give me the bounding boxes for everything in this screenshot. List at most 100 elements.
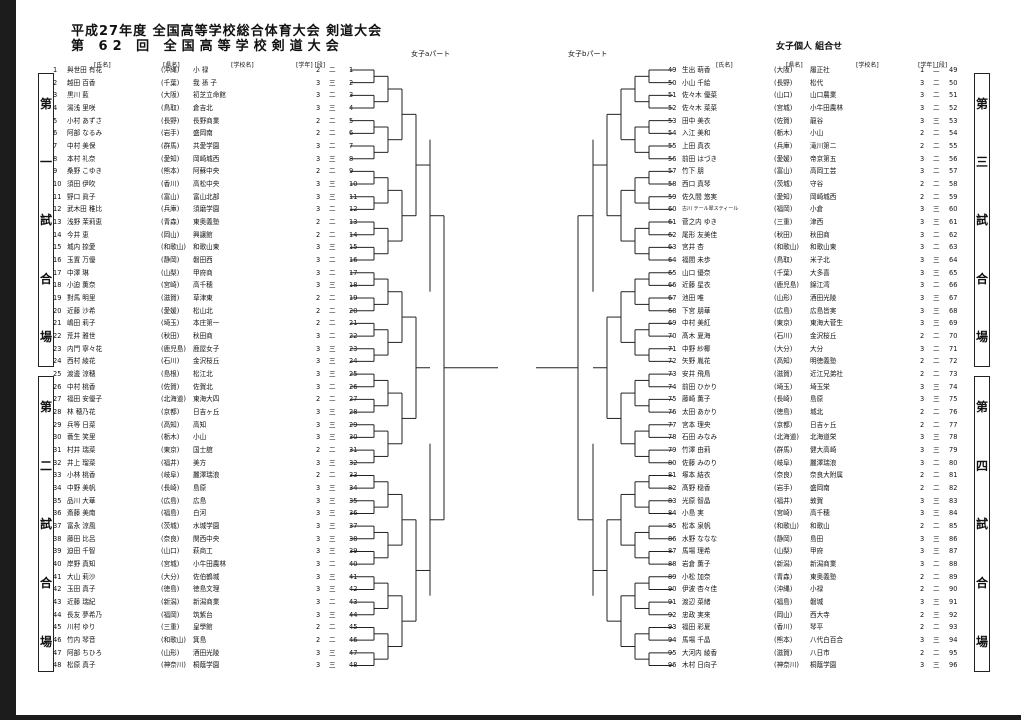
player-prefecture: (大阪) [774, 66, 793, 74]
player-rank: 二 [933, 104, 940, 112]
player-name: 岩倉 薫子 [682, 560, 711, 569]
player-school: 国士舘 [193, 446, 213, 455]
player-school: 城北 [810, 408, 824, 417]
player-rank: 三 [329, 78, 336, 87]
player-prefecture: (広島) [161, 496, 180, 505]
seed-number: 30 [53, 433, 62, 442]
player-prefecture: (富山) [774, 167, 793, 176]
player-grade: 3 [920, 154, 925, 163]
player-rank: 三 [329, 154, 336, 163]
player-rank: 三 [329, 509, 336, 518]
seed-number-right: 58 [949, 180, 958, 189]
player-name: 小島 実 [682, 509, 704, 518]
player-rank: 三 [933, 306, 940, 315]
player-name: 馬場 千晶 [682, 636, 711, 645]
player-rank: 二 [329, 256, 336, 265]
seed-number: 46 [53, 636, 62, 645]
player-rank: 三 [933, 395, 940, 404]
col-header-school-right: [学校名] [856, 62, 879, 69]
player-school: 倉吉北 [193, 104, 213, 112]
player-grade: 3 [316, 458, 321, 467]
seed-number-right: 66 [949, 281, 958, 290]
player-prefecture: (千葉) [774, 268, 793, 277]
player-prefecture: (北海道) [774, 433, 799, 442]
seed-number: 4 [53, 104, 58, 112]
seed-number: 34 [53, 484, 62, 493]
player-school: 高知 [193, 420, 207, 429]
venue-caption: 第三試合場 [974, 73, 990, 367]
player-rank: 三 [933, 496, 940, 505]
seed-number-right: 96 [949, 661, 958, 670]
player-name: 木村 日向子 [682, 661, 718, 670]
player-name: 中野 紗椰 [682, 344, 711, 353]
player-grade: 3 [920, 636, 925, 645]
player-prefecture: (静岡) [161, 256, 180, 265]
player-school: 興譲館 [193, 230, 213, 239]
player-grade: 2 [920, 471, 925, 480]
player-grade: 2 [920, 648, 925, 657]
player-school: 初芝立命館 [193, 91, 226, 100]
player-grade: 3 [316, 205, 321, 214]
venue-char: 合 [39, 576, 52, 591]
player-name: 菅之内 ゆき [682, 218, 718, 227]
venue-char: 試 [975, 517, 988, 532]
seed-number-right: 76 [949, 408, 958, 417]
player-rank: 二 [329, 471, 336, 480]
player-prefecture: (岐阜) [774, 458, 793, 467]
player-prefecture: (宮城) [161, 560, 180, 569]
player-rank: 二 [933, 370, 940, 379]
player-name: 中村 美保 [67, 142, 96, 151]
player-name: 城内 捺愛 [67, 243, 96, 252]
player-grade: 2 [316, 395, 321, 404]
player-name: 髙木 夏海 [682, 332, 711, 341]
player-grade: 3 [316, 648, 321, 657]
player-rank: 三 [329, 408, 336, 417]
player-school: 健大高崎 [810, 446, 837, 455]
col-header-name-left: [氏名] [94, 62, 111, 69]
seed-number-right: 68 [949, 306, 958, 315]
player-prefecture: (茨城) [161, 522, 180, 531]
player-prefecture: (和歌山) [774, 243, 799, 252]
player-school: 岡崎城西 [810, 192, 837, 201]
seed-number-right: 74 [949, 382, 958, 391]
seed-number-right: 50 [949, 78, 958, 87]
player-grade: 3 [316, 522, 321, 531]
player-grade: 3 [920, 547, 925, 556]
player-name: 髙野 穏香 [682, 484, 711, 493]
player-name: 中澤 琳 [67, 268, 89, 277]
player-prefecture: (熊本) [774, 636, 793, 645]
player-prefecture: (京都) [161, 408, 180, 417]
player-name: 佐々木 優菜 [682, 91, 718, 100]
player-grade: 3 [316, 357, 321, 366]
player-name: 池田 唯 [682, 294, 704, 303]
player-prefecture: (福島) [161, 509, 180, 518]
player-name: 小林 桃香 [67, 471, 96, 480]
bracket-lines [350, 69, 673, 666]
player-prefecture: (埼玉) [161, 319, 180, 328]
player-school: 小禄 [810, 585, 824, 594]
player-name: 川村 ゆり [67, 623, 96, 632]
player-rank: 二 [329, 268, 336, 277]
player-prefecture: (鹿児島) [774, 281, 799, 290]
seed-number: 44 [53, 610, 62, 619]
player-grade: 3 [316, 585, 321, 594]
seed-number: 10 [53, 180, 62, 189]
player-rank: 二 [329, 116, 336, 125]
player-prefecture: (兵庫) [774, 142, 793, 151]
player-school: 八日市 [810, 648, 830, 657]
player-rank: 二 [329, 598, 336, 607]
seed-number: 36 [53, 509, 62, 518]
bracket-sheet: 平成27年度 全国高等学校総合体育大会 剣道大会 第 62 回 全国高等学校剣道… [16, 0, 1021, 715]
seed-number: 9 [53, 167, 58, 176]
player-name: 光原 智晶 [682, 496, 711, 505]
player-rank: 二 [329, 446, 336, 455]
player-name: 安井 飛鳥 [682, 370, 711, 379]
player-school: 松代 [810, 78, 824, 87]
seed-number-right: 82 [949, 484, 958, 493]
player-rank: 二 [933, 66, 940, 74]
player-school: 津西 [810, 218, 824, 227]
player-prefecture: (大分) [774, 344, 793, 353]
player-prefecture: (山口) [774, 91, 793, 100]
player-rank: 二 [329, 205, 336, 214]
player-name: 松原 真子 [67, 661, 96, 670]
